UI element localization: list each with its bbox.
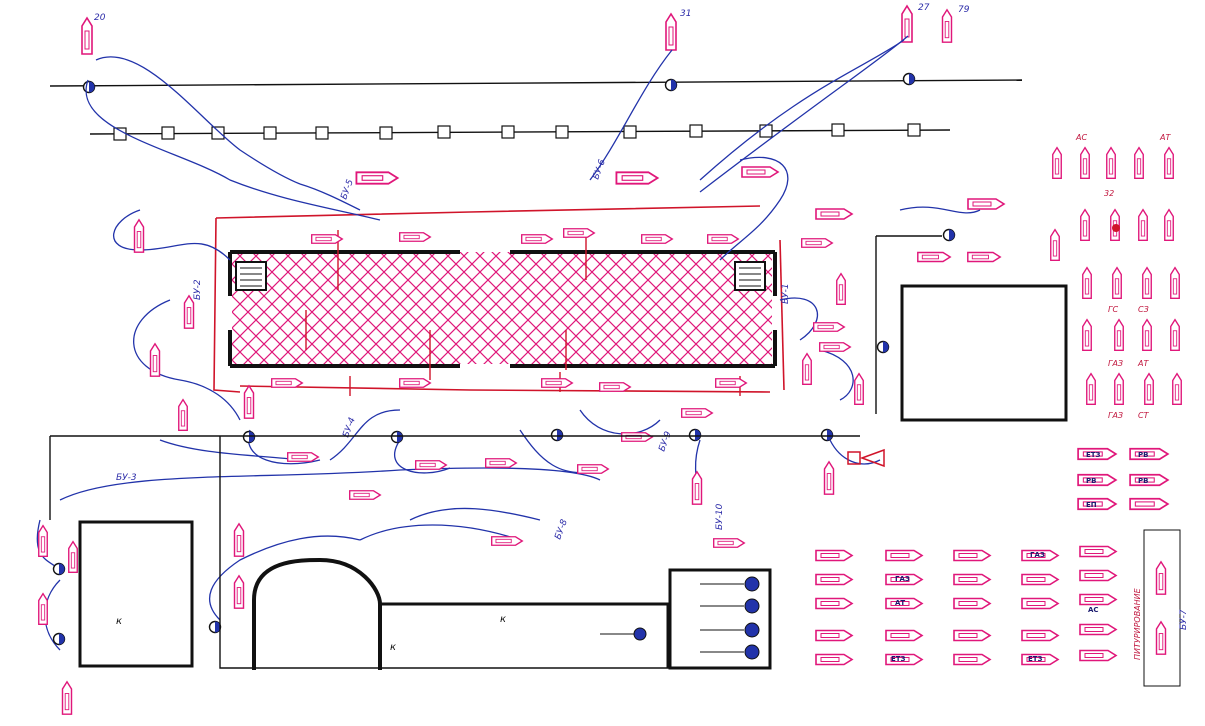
text-k3: к xyxy=(390,642,396,653)
legend-gaz: ГАЗ xyxy=(1108,359,1123,368)
bu7-panel: БУ-7 ПИТУРИРОВАНИЕ xyxy=(1133,529,1189,687)
tag-ac-2: АС xyxy=(1088,606,1099,614)
tag-etz-1: ЕТЗ xyxy=(891,655,906,663)
top-device-27: 27 xyxy=(901,3,930,86)
legend-st: СТ xyxy=(1138,411,1150,420)
red-perimeter xyxy=(213,205,785,393)
top-device-20: 20 xyxy=(81,13,106,94)
top-device-31a: 31 xyxy=(664,9,691,92)
legend-gaz2: ГАЗ xyxy=(1108,411,1123,420)
tag-gaz-1: ГАЗ xyxy=(895,575,910,583)
label-bu5: БУ-5 xyxy=(339,178,356,201)
rtag-rv3: РВ xyxy=(1138,477,1148,485)
label-79: 79 xyxy=(958,5,970,15)
label-27: 27 xyxy=(918,3,930,13)
label-bu1: БУ-1 xyxy=(781,283,791,304)
legend-grid xyxy=(1049,146,1183,406)
right-tag-text: ЕТЗ РВ РВ РВ ЕП xyxy=(1086,451,1148,509)
label-31a: 31 xyxy=(680,9,691,19)
right-tag-column xyxy=(916,251,1169,511)
tag-at-1: АТ xyxy=(895,599,905,607)
rtag-rv2: РВ xyxy=(1086,477,1096,485)
top-device-79: 79 xyxy=(941,5,970,44)
fence-line xyxy=(89,123,951,141)
legend-32: 32 xyxy=(1104,189,1114,198)
top-boundary-line xyxy=(49,79,1023,87)
bottom-table-text: ГАЗ АТ ЕТЗ ГАЗ АС ЕТЗ xyxy=(891,551,1099,663)
lower-wire-text: к к к xyxy=(116,614,506,653)
legend-at2: АТ xyxy=(1137,359,1149,368)
legend-at: АТ xyxy=(1159,133,1171,142)
rtag-etz: ЕТЗ xyxy=(1086,451,1101,459)
tag-etz-2: ЕТЗ xyxy=(1028,655,1043,663)
legend-sz: СЗ xyxy=(1138,305,1149,314)
label-bu9: БУ-9 xyxy=(657,430,674,453)
label-bu2: БУ-2 xyxy=(193,279,203,300)
red-dot-32 xyxy=(1112,224,1120,232)
label-20: 20 xyxy=(94,13,106,23)
text-k2: к xyxy=(500,614,506,625)
flag-marker xyxy=(847,448,885,468)
panel-caption: ПИТУРИРОВАНИЕ xyxy=(1133,587,1142,660)
label-bu7: БУ-7 xyxy=(1179,609,1189,630)
label-bu3: БУ-3 xyxy=(116,473,137,483)
main-building xyxy=(228,250,777,368)
tag-gaz-2: ГАЗ xyxy=(1030,551,1045,559)
rtag-ep: ЕП xyxy=(1086,501,1097,509)
label-bu8: БУ-8 xyxy=(553,518,570,541)
label-bu10: БУ-10 xyxy=(715,503,725,530)
text-k1: к xyxy=(116,616,122,627)
legend-ac: АС xyxy=(1075,133,1087,142)
lower-buildings xyxy=(49,235,1068,670)
rtag-rv1: РВ xyxy=(1138,451,1148,459)
legend-grid-text: АС АТ 32 ГС СЗ ГАЗ АТ ГАЗ СТ xyxy=(1075,133,1171,420)
label-bu6: БУ-6 xyxy=(591,158,608,181)
tags-around-building xyxy=(37,166,1005,716)
legend-gs: ГС xyxy=(1108,305,1118,314)
bu10-sockets xyxy=(600,576,760,660)
bottom-tag-table xyxy=(815,545,1117,666)
